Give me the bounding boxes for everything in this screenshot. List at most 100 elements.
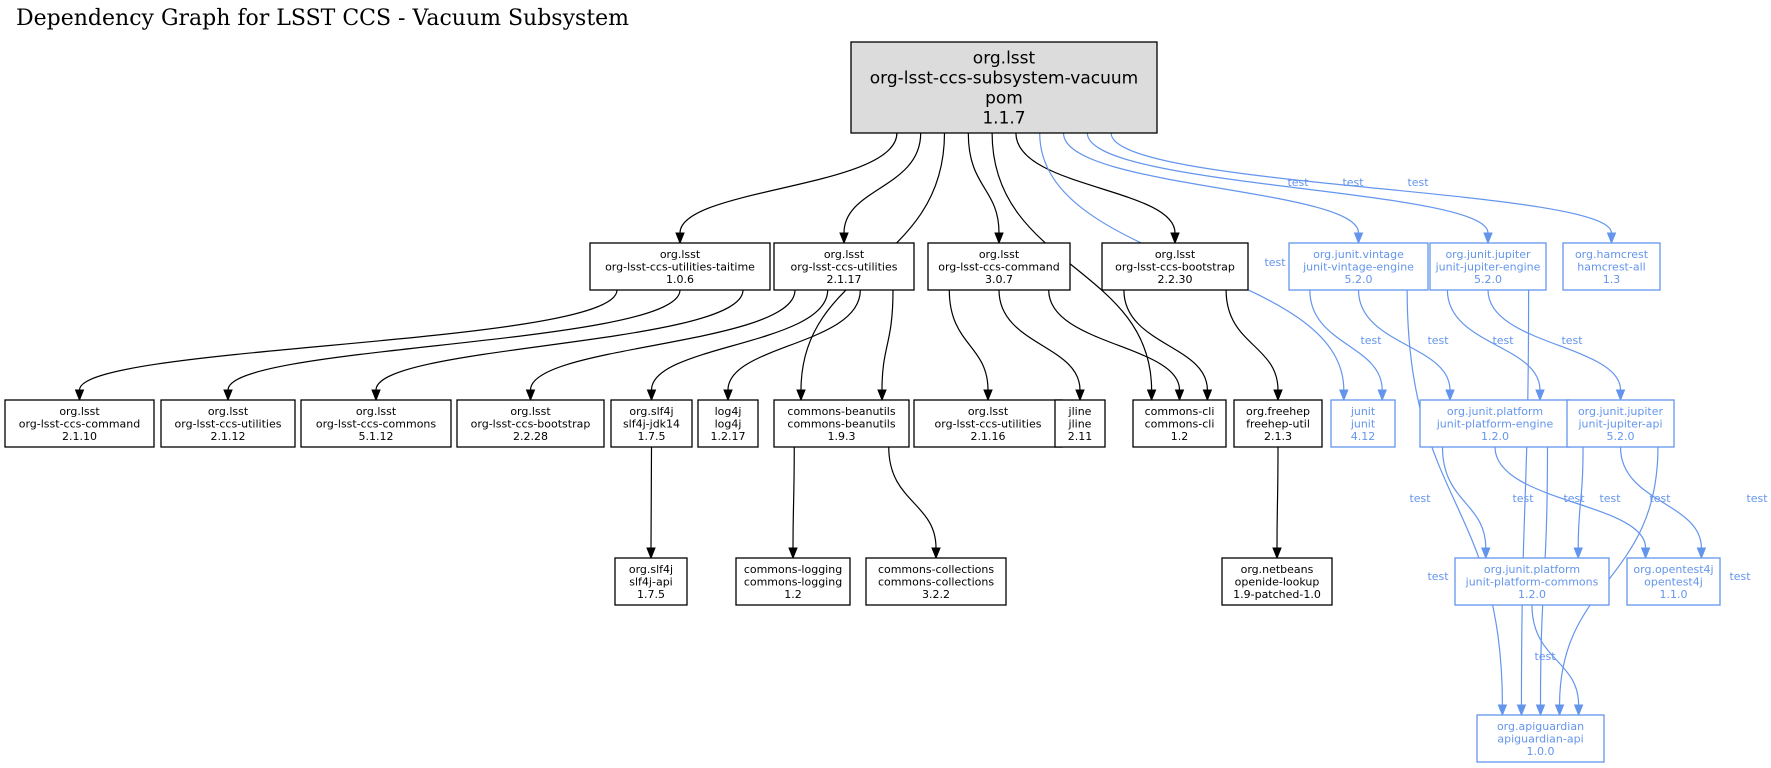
edge-arrowhead [983,389,993,402]
node-label-line: org-lsst-ccs-bootstrap [471,417,591,430]
edge-label: test [1427,334,1449,347]
node-label-line: commons-collections [878,575,994,588]
edge-arrowhead [525,389,536,402]
edge-arrowhead [1483,232,1493,245]
edge-arrowhead [1339,389,1349,402]
edge-utils2117-to-beanutils [877,289,894,402]
edge-root-to-cmd307 [967,132,1004,245]
node-label-line: 2.2.28 [513,430,548,443]
node-commons-collections: commons-collectionscommons-collections3.… [865,557,1007,606]
node-junit-platform-engine: org.junit.platformjunit-platform-engine1… [1419,399,1571,448]
edge-arrowhead [1497,704,1508,717]
edge-boot2230-to-cli [1123,289,1213,402]
node-box [610,399,693,448]
node-label-line: 1.2.0 [1518,588,1546,601]
edge-arrowhead [1174,389,1185,402]
node-box [456,399,605,448]
edge-arrowhead [1535,389,1545,402]
edge-arrowhead [1554,704,1565,717]
node-junit-jupiter-engine: org.junit.jupiterjunit-jupiter-engine5.2… [1429,242,1547,291]
node-junit-vintage-engine: org.junit.vintagejunit-vintage-engine5.2… [1288,242,1429,291]
edge-label: test [1746,492,1768,505]
node-box [735,557,851,606]
node-label-line: 1.2 [784,588,802,601]
node-label-line: hamcrest-all [1577,260,1645,273]
node-label-line: junit [1350,405,1376,418]
node-label-line: 1.0.6 [666,273,694,286]
edge-line [1446,289,1541,391]
edge-line [375,289,744,391]
edge-line [1441,446,1487,549]
edge-arrowhead [1445,389,1455,402]
node-label-line: org.junit.vintage [1313,248,1404,261]
node-box [1476,714,1605,763]
node-label-line: commons-collections [878,563,994,576]
edge-arrowhead [796,389,806,402]
edge-line [227,289,681,391]
edge-line [843,132,922,234]
edge-jupengine-to-jupapi: test [1487,289,1626,402]
edge-arrowhead [1170,232,1180,245]
edge-root-to-hamcrest: test [1110,132,1617,245]
edge-line [78,289,618,391]
node-label-line: org.lsst [660,248,701,261]
edge-label: test [1561,334,1583,347]
node-label-line: slf4j-jdk14 [623,417,680,430]
node-label-line: 1.1.7 [982,109,1025,129]
node-label-line: 1.7.5 [638,430,666,443]
edge-vintage-to-junit: test [1309,289,1387,402]
node-label-line: junit [1350,417,1376,430]
node-box [1562,242,1661,291]
edge-line [1619,446,1702,549]
node-label-line: 2.1.3 [1264,430,1292,443]
node-label-line: 2.1.17 [827,273,862,286]
edge-label: test [1649,492,1671,505]
edge-taitime-to-utils2112 [223,289,681,402]
edge-label: test [1427,570,1449,583]
node-label-line: org.lsst [59,405,100,418]
node-label-line: org.lsst [973,49,1036,69]
edge-beanutils-to-collections [888,446,941,560]
node-junit-platform-commons: org.junit.platformjunit-platform-commons… [1454,557,1610,606]
node-label-line: org-lsst-ccs-command [938,260,1060,273]
edge-line [998,289,1081,391]
edge-utils2117-to-slf4jjdk [646,289,829,402]
edge-line [1015,132,1176,234]
edge-platengine-to-platcommons: test [1441,446,1534,560]
node-label-line: org.apiguardian [1497,720,1584,733]
node-box [865,557,1007,606]
edge-root-to-boot2230 [1015,132,1180,245]
node-label-line: commons-beanutils [787,417,895,430]
edge-arrowhead [371,389,381,402]
node-box [1419,399,1571,448]
edge-line [1048,289,1181,391]
node-label-line: 2.1.10 [62,430,97,443]
edge-arrowhead [1615,389,1626,402]
edge-arrowhead [723,389,733,402]
node-label-line: org.hamcrest [1575,248,1649,261]
node-label-line: org.junit.jupiter [1578,405,1664,418]
node-label-line: jline [1068,417,1092,430]
edge-arrowhead [788,547,798,560]
node-label-line: log4j [715,405,742,418]
node-label-line: slf4j-api [629,575,672,588]
edge-arrowhead [1696,547,1707,560]
node-label-line: 5.2.0 [1607,430,1635,443]
node-label-line: freehep-util [1246,417,1310,430]
node-box [4,399,155,448]
node-label-line: 1.1.0 [1660,588,1688,601]
edge-arrowhead [646,547,656,560]
edge-arrowhead [1573,547,1583,560]
edge-arrowhead [1202,389,1213,402]
edge-taitime-to-cmd2110 [74,289,618,402]
edge-label: test [1729,570,1751,583]
edge-slf4jjdk-to-slf4japi [646,446,656,560]
node-org-lsst-ccs-utilities-taitime: org.lsstorg-lsst-ccs-utilities-taitime1.… [589,242,771,291]
